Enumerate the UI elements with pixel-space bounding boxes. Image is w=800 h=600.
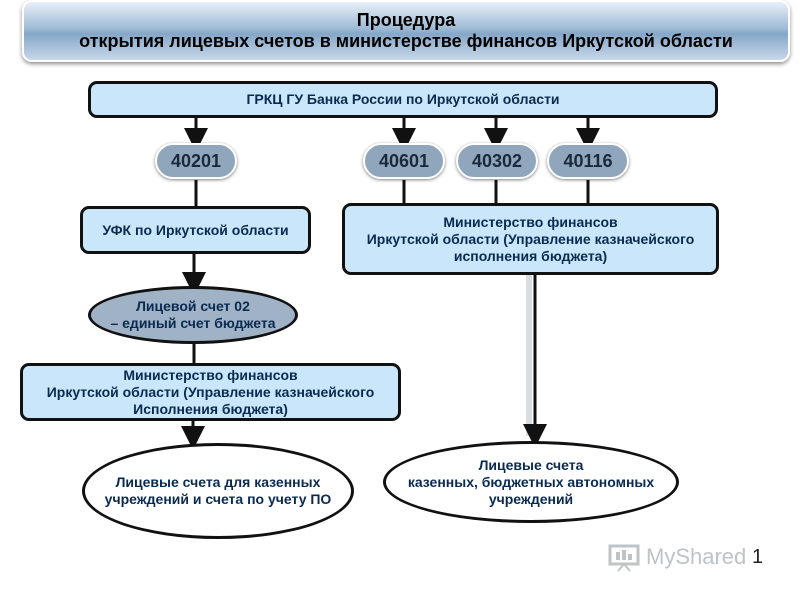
- minfin-right-line2: Иркутской области (Управление казначейск…: [366, 230, 695, 247]
- accounts-all-line3: учреждений: [488, 490, 574, 507]
- ufk-label: УФК по Иркутской области: [102, 221, 289, 238]
- myshared-logo: MyShared: [608, 540, 746, 574]
- minfin-left-line1: Министерство финансов: [123, 366, 298, 383]
- title-banner: Процедура открытия лицевых счетов в мини…: [22, 0, 790, 62]
- account-40201-label: 40201: [170, 150, 222, 171]
- minfin-right-box: Министерство финансов Иркутской области …: [342, 203, 719, 275]
- accounts-state-line2: учреждений и счета по учету ПО: [104, 491, 332, 507]
- accounts-state-oval: Лицевые счета для казенных учреждений и …: [82, 443, 354, 539]
- logo-text: MyShared: [646, 544, 747, 569]
- minfin-right-line3: исполнения бюджета): [453, 247, 608, 264]
- minfin-right-line1: Министерство финансов: [443, 213, 618, 230]
- grkc-box: ГРКЦ ГУ Банка России по Иркутской област…: [88, 81, 718, 118]
- account-40302-label: 40302: [471, 150, 523, 171]
- accounts-all-line2: казенных, бюджетных автономных: [407, 473, 655, 490]
- presentation-icon: [608, 544, 640, 572]
- account-40116-badge: 40116: [547, 143, 629, 179]
- account-40601-badge: 40601: [363, 143, 445, 179]
- accounts-all-oval: Лицевые счета казенных, бюджетных автоно…: [383, 441, 679, 523]
- accounts-state-line1: Лицевые счета для казенных: [115, 474, 321, 490]
- account-40601-label: 40601: [378, 150, 430, 171]
- grkc-label: ГРКЦ ГУ Банка России по Иркутской област…: [246, 91, 560, 107]
- title-line2: открытия лицевых счетов в министерстве ф…: [79, 31, 733, 51]
- page-number: 1: [752, 546, 764, 568]
- title-line1: Процедура: [356, 10, 456, 30]
- minfin-left-line2: Иркутской области (Управление казначейск…: [46, 383, 375, 400]
- minfin-left-line3: Исполнения бюджета): [133, 400, 288, 417]
- account-02-line1: Лицевой счет 02: [136, 298, 250, 314]
- account-40201-badge: 40201: [155, 143, 237, 179]
- accounts-all-line1: Лицевые счета: [478, 456, 584, 473]
- account-40302-badge: 40302: [456, 143, 538, 179]
- ufk-box: УФК по Иркутской области: [80, 206, 311, 254]
- account-02-line2: – единый счет бюджета: [110, 315, 276, 331]
- account-40116-label: 40116: [563, 150, 613, 171]
- account-02-oval: Лицевой счет 02 – единый счет бюджета: [88, 286, 298, 344]
- minfin-left-box: Министерство финансов Иркутской области …: [20, 363, 401, 421]
